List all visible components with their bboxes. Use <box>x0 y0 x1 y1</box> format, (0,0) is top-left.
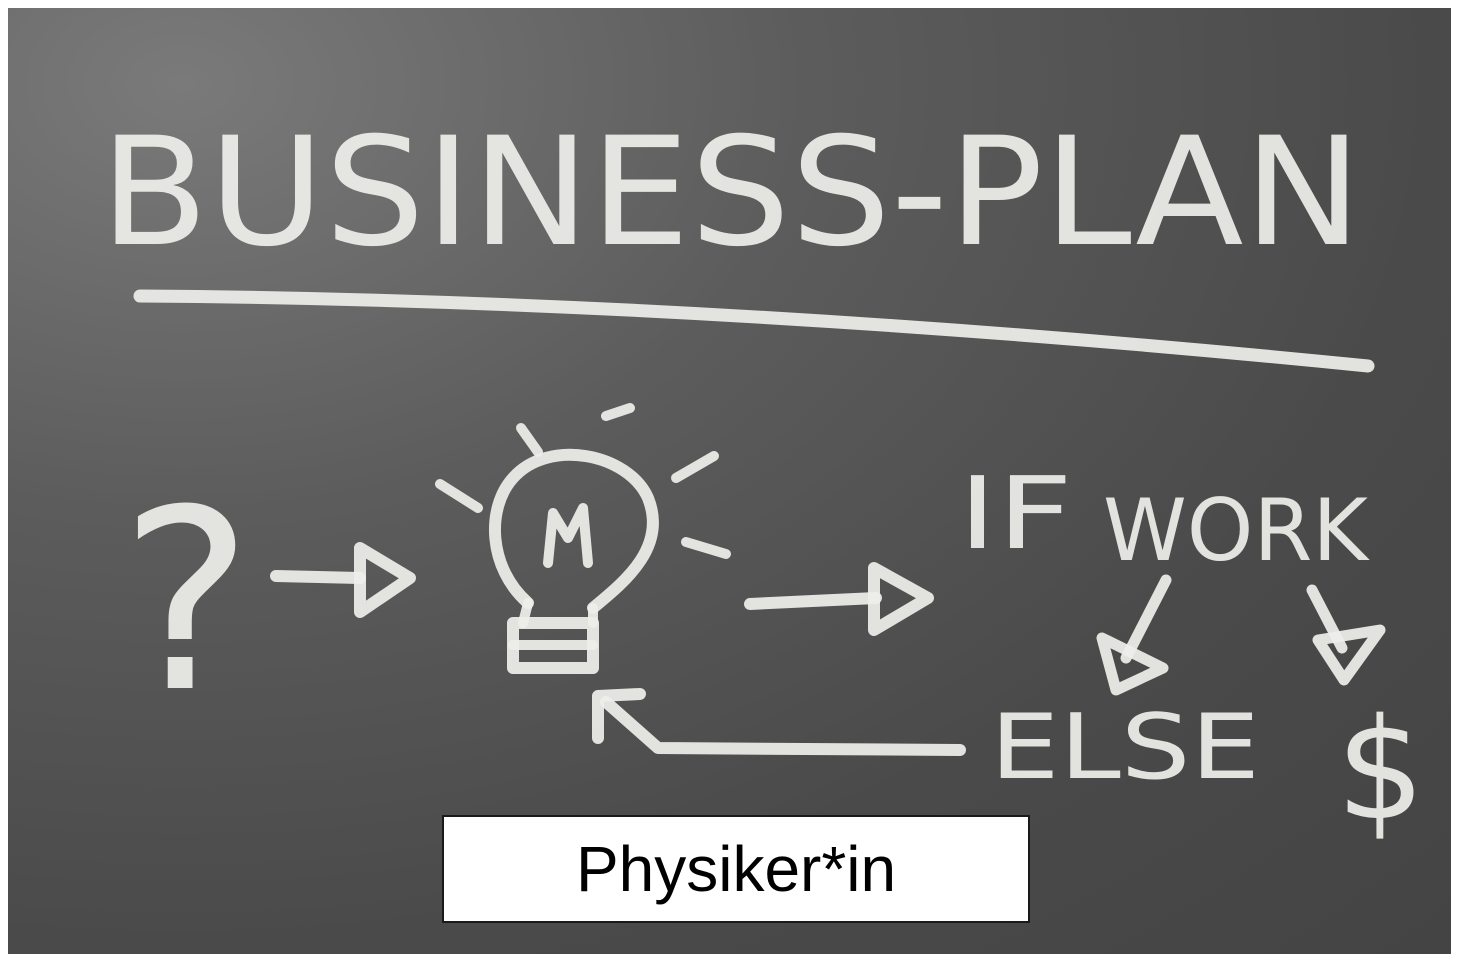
arrow-right-icon <box>744 562 934 636</box>
question-mark-icon: ? <box>120 456 253 747</box>
lightbulb-icon <box>435 403 731 674</box>
chalk-drawing: BUSINESS-PLAN ? <box>100 106 1425 852</box>
arrow-down-right-icon <box>1306 584 1386 686</box>
dollar-sign-icon: $ <box>1336 689 1425 852</box>
work-label: WORK <box>1103 481 1371 581</box>
arrow-back-icon <box>592 688 966 756</box>
title-underline <box>133 289 1375 373</box>
arrow-down-left-icon <box>1096 574 1172 696</box>
else-label: ELSE <box>990 695 1260 800</box>
if-label: IF <box>958 455 1073 572</box>
caption-box: Physiker*in <box>442 815 1030 923</box>
board-title: BUSINESS-PLAN <box>100 106 1362 280</box>
chalkboard-image: BUSINESS-PLAN ? <box>8 8 1451 954</box>
caption-text: Physiker*in <box>575 833 897 905</box>
arrow-right-icon <box>270 542 416 618</box>
